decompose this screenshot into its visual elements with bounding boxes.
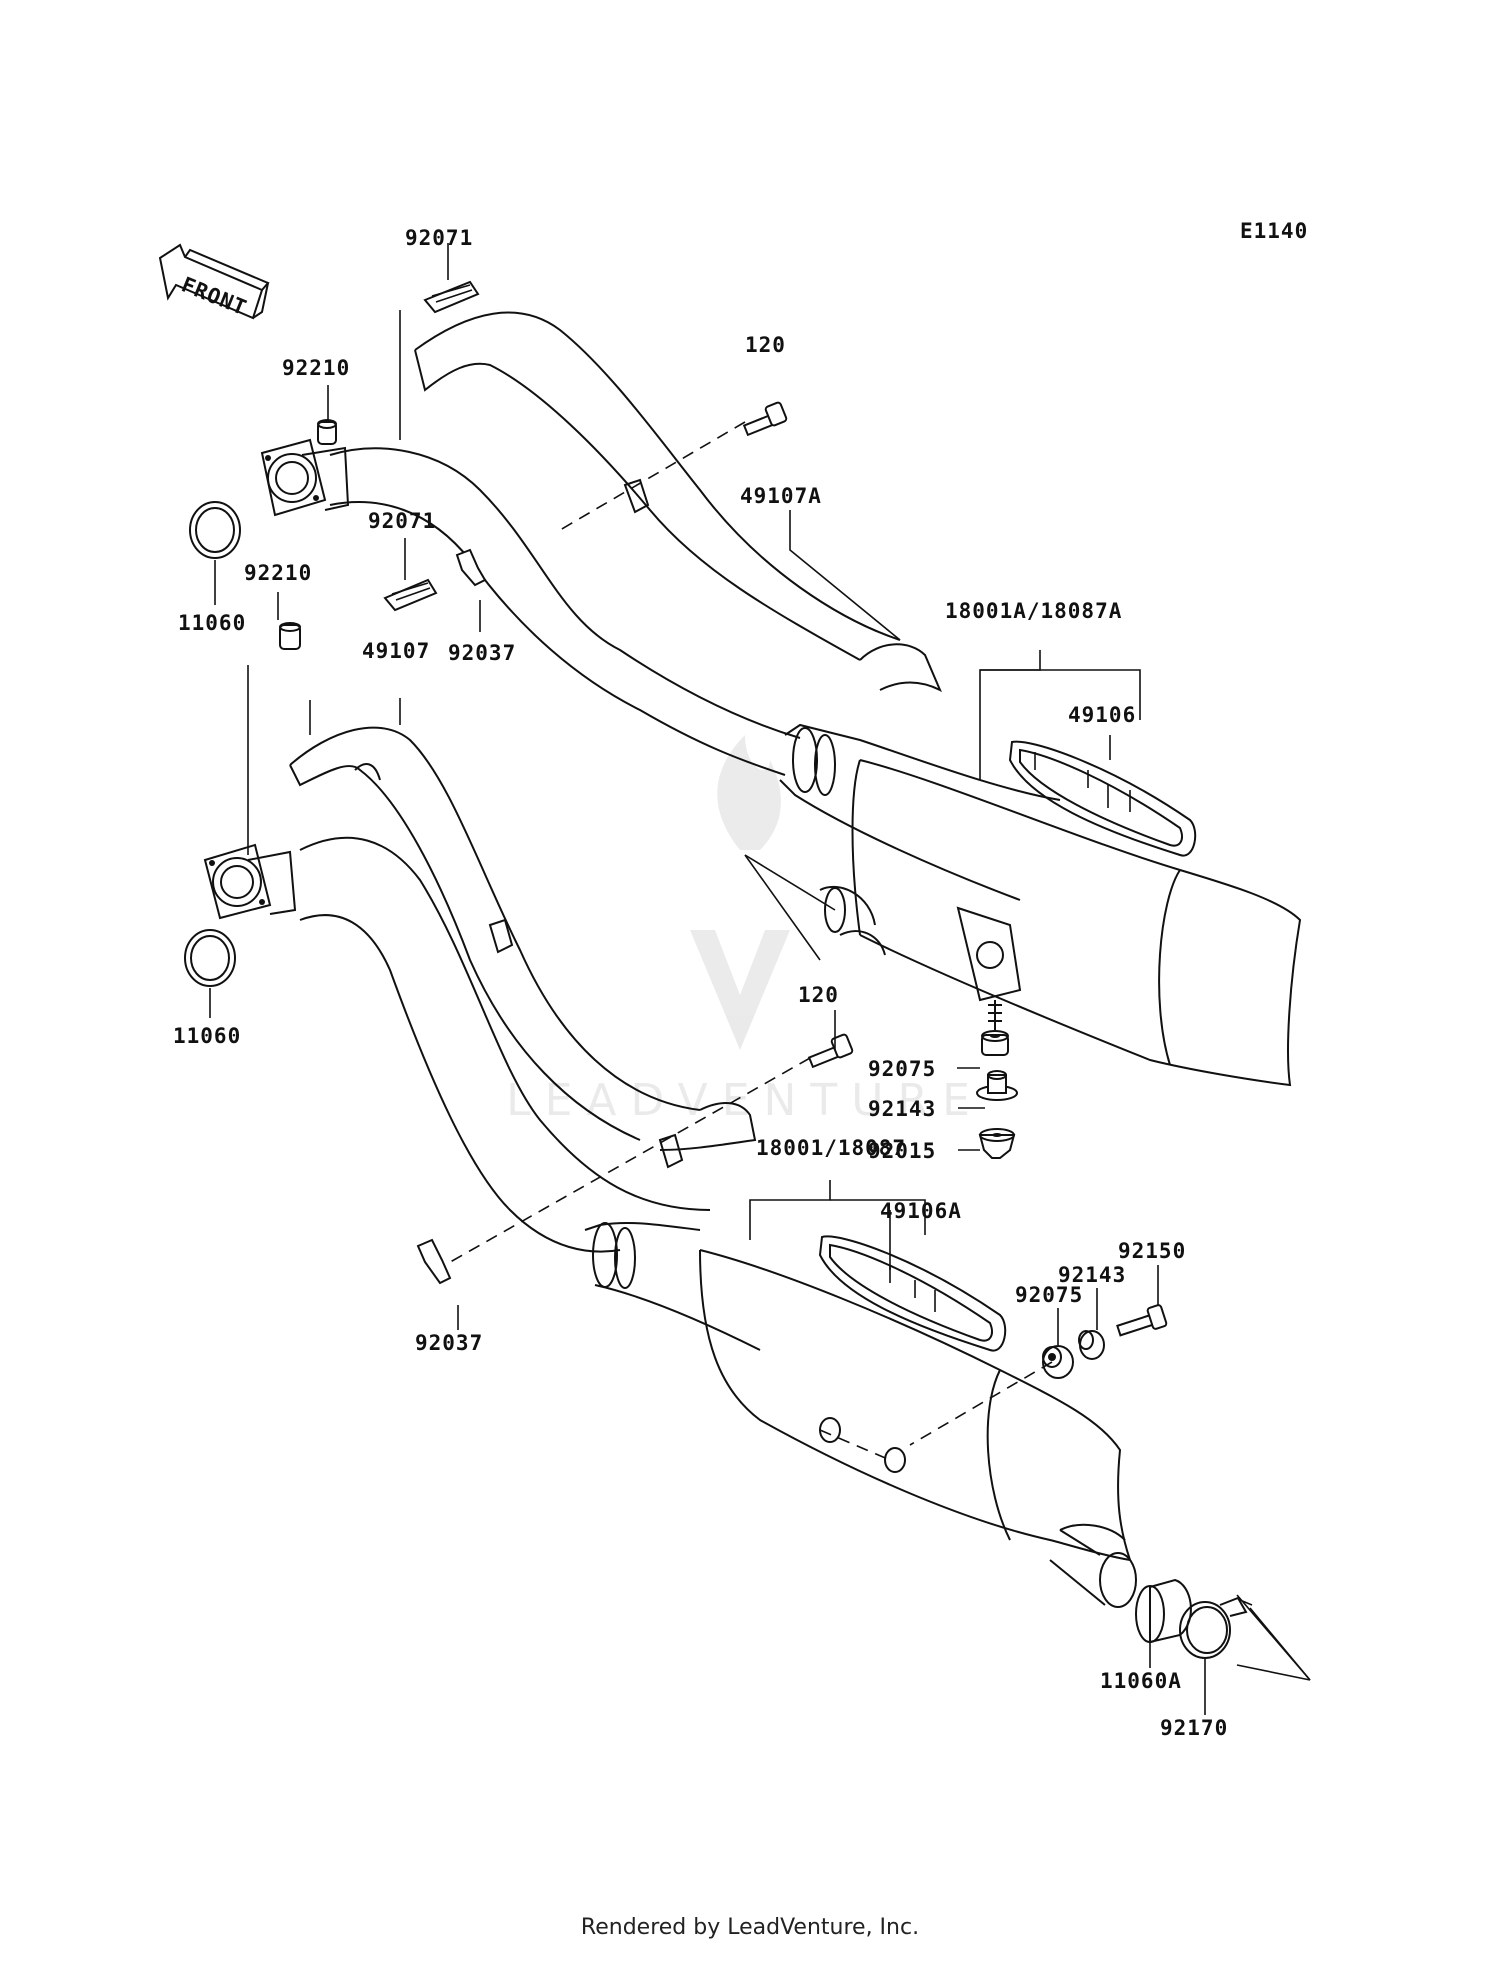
- watermark-text: LEADVENTURE: [506, 1075, 984, 1126]
- callout-49106: 49106: [1068, 703, 1136, 727]
- bolt-120-bottom: [807, 1033, 854, 1069]
- front-arrow-icon: FRONT: [158, 243, 270, 320]
- callout-92170: 92170: [1160, 1716, 1228, 1740]
- collar-92210-top: [317, 419, 337, 445]
- callout-92075-b: 92075: [1015, 1283, 1083, 1307]
- collar-92143-a: [976, 1070, 1018, 1101]
- bolt-92150: [1116, 1304, 1168, 1337]
- plate-49106: [1008, 740, 1197, 857]
- rendered-by-footer: Rendered by LeadVenture, Inc.: [580, 1915, 920, 1940]
- upper-exhaust-pipe: [260, 311, 1302, 1087]
- nut-92015: [978, 1128, 1016, 1159]
- clamp-92170: [1179, 1596, 1248, 1659]
- lower-exhaust-pipe: [203, 726, 1137, 1608]
- diagram-code: E1140: [1240, 219, 1308, 243]
- clamp-92037-bottom: [416, 1238, 452, 1285]
- callout-11060A: 11060A: [1100, 1669, 1182, 1693]
- callout-11060-bottom: 11060: [173, 1024, 241, 1048]
- callout-49107: 49107: [362, 639, 430, 663]
- collar-92143-b: [1078, 1330, 1105, 1360]
- callout-92210-mid: 92210: [244, 561, 312, 585]
- callout-92075-a: 92075: [868, 1057, 936, 1081]
- callout-18001A-18087A: 18001A/18087A: [945, 599, 1122, 623]
- clamp-92037-top: [455, 548, 487, 587]
- callout-92071-top: 92071: [405, 226, 473, 250]
- callout-120-top: 120: [745, 333, 786, 357]
- callout-120-bottom: 120: [798, 983, 839, 1007]
- collar-92210-mid: [279, 622, 301, 650]
- leader-lines: [209, 243, 1311, 1715]
- gasket-11060-bottom: [184, 929, 236, 987]
- plate-49106A: [818, 1235, 1007, 1352]
- callout-92210-top: 92210: [282, 356, 350, 380]
- grommet-92075-b: [1042, 1345, 1074, 1379]
- grommet-92075-a: [981, 1030, 1009, 1056]
- callout-49107A: 49107A: [740, 484, 822, 508]
- watermark-logo: LEADVENTURE: [506, 735, 984, 1126]
- callout-92015: 92015: [868, 1139, 936, 1163]
- callout-92037-bottom: 92037: [415, 1331, 483, 1355]
- callout-92071-mid: 92071: [368, 509, 436, 533]
- callout-92143-b: 92143: [1058, 1263, 1126, 1287]
- part-callouts: E1140 92071 92210 120 49107A 92071 92210…: [173, 219, 1308, 1740]
- callout-11060-top: 11060: [178, 611, 246, 635]
- gasket-11060A: [1135, 1578, 1192, 1644]
- callout-49106A: 49106A: [880, 1199, 962, 1223]
- bolt-120-top: [742, 401, 788, 437]
- callout-92150: 92150: [1118, 1239, 1186, 1263]
- callout-92037-top: 92037: [448, 641, 516, 665]
- small-parts: [184, 280, 1248, 1659]
- gasket-11060-top: [189, 501, 241, 559]
- callout-92143-a: 92143: [868, 1097, 936, 1121]
- callout-18001-18087: 18001/18087: [756, 1136, 906, 1160]
